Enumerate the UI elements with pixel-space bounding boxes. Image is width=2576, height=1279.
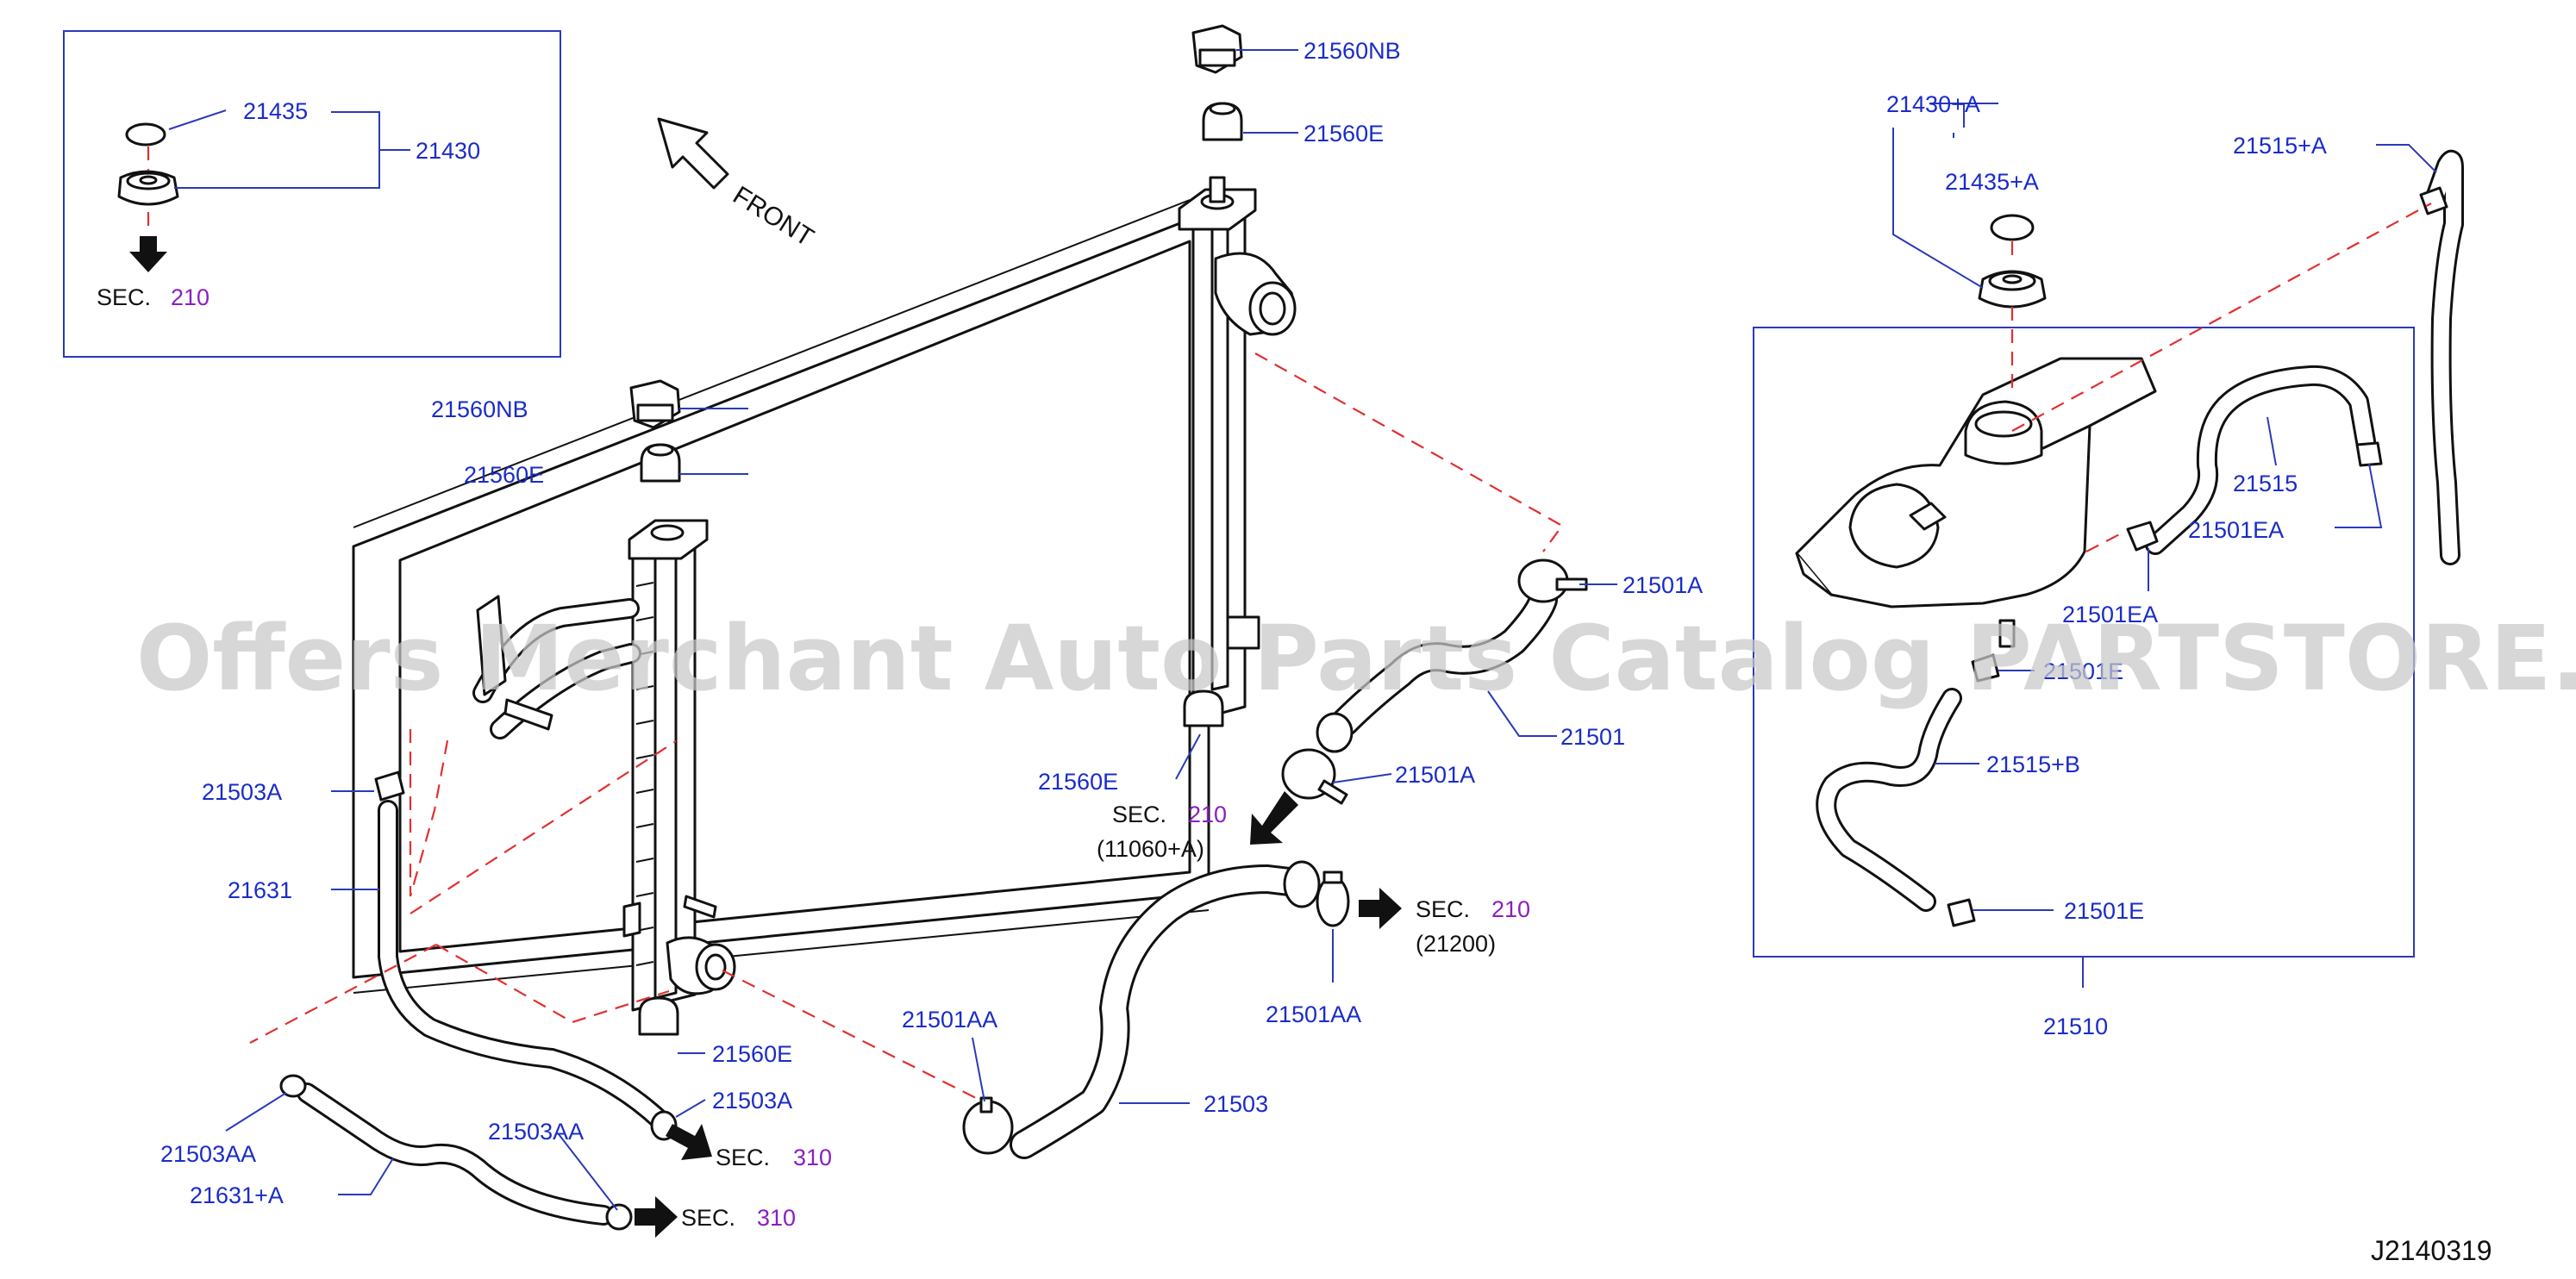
label-21515[interactable]: 21515 xyxy=(2233,471,2298,496)
oil-cooler-pipes[interactable] xyxy=(472,595,641,739)
sec-310-upper-word: SEC. xyxy=(716,1145,770,1170)
label-21435A[interactable]: 21435+A xyxy=(1945,169,2039,195)
mount-21560E-top[interactable] xyxy=(1202,102,1243,141)
label-21560NB-top[interactable]: 21560NB xyxy=(1304,38,1401,64)
label-21501AA-right[interactable]: 21501AA xyxy=(1266,1001,1361,1027)
diagram-code: J2140319 xyxy=(2371,1235,2492,1266)
clamp-21501A-upper[interactable] xyxy=(1517,558,1588,603)
sec-210-hose: SEC. 210 (21200) xyxy=(1359,888,1530,957)
label-21503AA-left[interactable]: 21503AA xyxy=(160,1141,256,1167)
hose-21515[interactable] xyxy=(2145,365,2376,555)
label-21501E-lower[interactable]: 21501E xyxy=(2064,898,2144,924)
clamp-21501E-upper[interactable] xyxy=(1971,653,2000,683)
reservoir-cap-21430A[interactable] xyxy=(1978,270,2047,309)
sec-210-hose-word: SEC. xyxy=(1416,896,1470,922)
label-21560NB-left[interactable]: 21560NB xyxy=(431,396,528,422)
label-21430A[interactable]: 21430+A xyxy=(1886,91,1980,117)
sec-310-upper-number[interactable]: 310 xyxy=(793,1145,832,1170)
mount-21560E-mid[interactable] xyxy=(1183,689,1224,727)
arrow-down-icon xyxy=(129,236,167,272)
upper-hose-21501[interactable] xyxy=(1316,585,1558,753)
clamp-21503AA-left[interactable] xyxy=(279,1074,307,1098)
sec-210-hose-number[interactable]: 210 xyxy=(1491,896,1530,922)
arrow-right-icon xyxy=(1359,888,1402,929)
watermark-text: Offers Merchant Auto Parts Catalog PARTS… xyxy=(136,606,2576,711)
label-21631A[interactable]: 21631+A xyxy=(190,1182,284,1208)
sec-210-radiator-word: SEC. xyxy=(1112,802,1166,827)
inset-sec-number[interactable]: 210 xyxy=(171,284,209,310)
hose-21631A[interactable] xyxy=(297,1082,614,1226)
clamp-21501A-lower[interactable] xyxy=(1281,748,1348,805)
sec-310-upper: SEC. 310 xyxy=(666,1124,832,1170)
label-21503AA-mid[interactable]: 21503AA xyxy=(488,1119,584,1145)
clamp-21501EA-right[interactable] xyxy=(2355,441,2383,467)
sec-210-hose-ref: (21200) xyxy=(1416,931,1496,957)
leader-lines xyxy=(225,49,2437,1211)
radiator-cap-21430[interactable] xyxy=(117,170,179,206)
label-21560E-mid[interactable]: 21560E xyxy=(1038,769,1118,795)
label-21515B[interactable]: 21515+B xyxy=(1986,752,2080,777)
front-arrow-icon xyxy=(657,117,729,190)
sec-210-radiator-number[interactable]: 210 xyxy=(1188,802,1227,827)
dashed-connection-lines xyxy=(249,203,2432,1101)
radiator-core[interactable] xyxy=(352,176,1297,1012)
sec-310-lower-word: SEC. xyxy=(681,1205,735,1231)
arrow-down-right-icon xyxy=(666,1124,712,1160)
hose-21631[interactable] xyxy=(378,800,671,1131)
label-21501EA-mid[interactable]: 21501EA xyxy=(2062,602,2158,627)
label-21631[interactable]: 21631 xyxy=(228,877,292,903)
label-21435[interactable]: 21435 xyxy=(243,98,308,124)
label-21560E-top[interactable]: 21560E xyxy=(1304,121,1384,147)
label-21501E-upper[interactable]: 21501E xyxy=(2043,658,2123,684)
inset-sec-word: SEC. xyxy=(97,284,151,310)
hose-21515A[interactable] xyxy=(2419,150,2464,565)
label-21515A[interactable]: 21515+A xyxy=(2233,133,2327,159)
label-21503A-left[interactable]: 21503A xyxy=(202,779,282,805)
sec-210-radiator: SEC. 210 (11060+A) xyxy=(1097,791,1298,862)
label-21560E-bottom[interactable]: 21560E xyxy=(712,1041,792,1067)
mount-21560NB-left[interactable] xyxy=(629,379,681,429)
mount-21560E-left[interactable] xyxy=(640,443,681,483)
sec-210-radiator-ref: (11060+A) xyxy=(1097,836,1204,862)
label-21501A-upper[interactable]: 21501A xyxy=(1623,572,1703,598)
label-21501[interactable]: 21501 xyxy=(1560,724,1625,750)
label-21501EA-right[interactable]: 21501EA xyxy=(2188,517,2284,543)
arrow-down-left-icon xyxy=(1250,791,1298,845)
part-labels: 21560NB 21560E 21560NB 21560E 21501A 215… xyxy=(160,38,2327,1208)
front-indicator: FRONT xyxy=(657,117,818,253)
clamp-21501EA-mid[interactable] xyxy=(2126,521,2159,552)
clamp-21501E-lower[interactable] xyxy=(1947,898,1976,927)
clamp-21503A-left[interactable] xyxy=(374,771,405,802)
hose-21515B[interactable] xyxy=(1816,688,1962,912)
mount-21560E-bottom[interactable] xyxy=(638,996,679,1036)
inset-cap-panel: 21435 21430 SEC. 210 xyxy=(63,30,561,358)
sec-310-lower-number[interactable]: 310 xyxy=(757,1205,796,1231)
label-21501AA-left[interactable]: 21501AA xyxy=(902,1007,997,1033)
mount-21560NB-top[interactable] xyxy=(1191,24,1243,74)
seal-ring-21435A[interactable] xyxy=(1990,214,2035,241)
seal-ring-21435[interactable] xyxy=(125,122,166,147)
label-21501A-lower[interactable]: 21501A xyxy=(1395,762,1475,788)
label-21560E-left[interactable]: 21560E xyxy=(464,462,544,488)
lower-hose-21503[interactable] xyxy=(1010,860,1321,1159)
front-label: FRONT xyxy=(728,181,818,253)
reservoir-tank-21510[interactable] xyxy=(1795,357,2157,648)
label-21503A-bottom[interactable]: 21503A xyxy=(712,1088,792,1114)
label-21503[interactable]: 21503 xyxy=(1204,1091,1268,1117)
clamp-21501AA-right[interactable] xyxy=(1316,870,1350,927)
clamp-21503AA-mid[interactable] xyxy=(605,1203,633,1231)
clamp-21501AA-left[interactable] xyxy=(962,1096,1014,1155)
sec-310-lower: SEC. 310 xyxy=(635,1196,796,1238)
label-21510[interactable]: 21510 xyxy=(2043,1014,2108,1039)
label-21430[interactable]: 21430 xyxy=(416,138,480,164)
arrow-right-icon xyxy=(635,1196,678,1238)
